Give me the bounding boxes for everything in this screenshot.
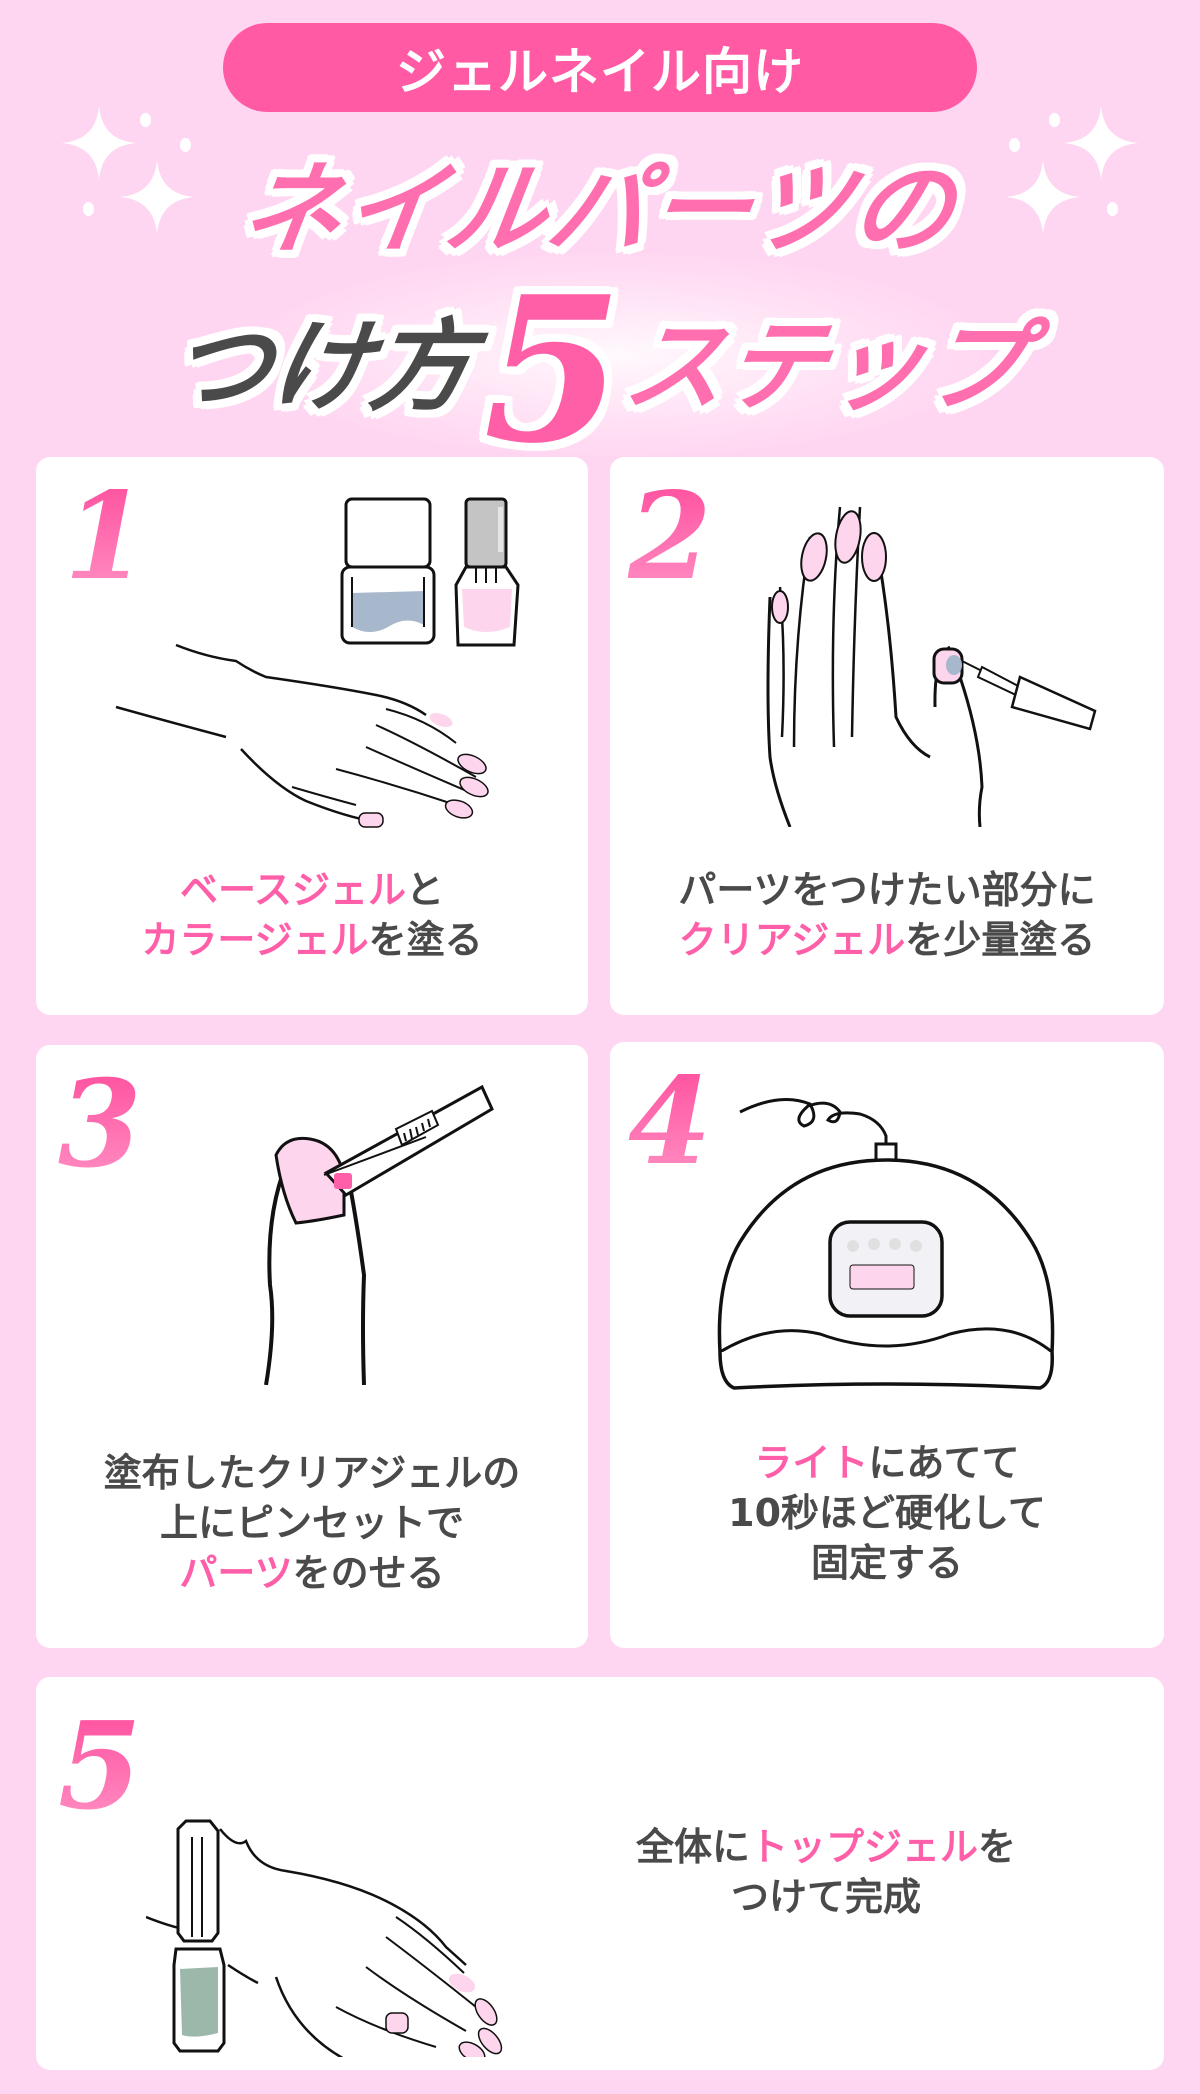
- tweezers-illustration: [264, 1084, 494, 1385]
- title-glow: [240, 250, 1000, 460]
- caption-line: 固定する: [810, 1541, 963, 1585]
- step-card-4: 4 ライトにあてて 10秒ほど硬化して 固定する: [610, 1042, 1164, 1648]
- caption-line: 10秒ほど硬化して: [728, 1491, 1046, 1535]
- top-gel-hand-illustration: [146, 1819, 503, 2057]
- caption-line: ベースジェルと: [179, 868, 445, 912]
- sparkle-dot-icon: [140, 113, 151, 127]
- caption-line: 上にピンセットで: [159, 1501, 464, 1545]
- title-line-1: ネイルパーツの: [234, 151, 963, 268]
- step-card-5: 5 全体にトップジェルを つけて完成: [36, 1677, 1164, 2070]
- caption-line: カラージェルを塗る: [141, 918, 483, 962]
- caption-line: 塗布したクリアジェルの: [103, 1451, 521, 1495]
- step-caption: ライトにあてて 10秒ほど硬化して 固定する: [610, 1438, 1164, 1588]
- step-number: 5: [58, 1696, 142, 1837]
- header-badge-label: ジェルネイル向け: [396, 42, 804, 101]
- step-caption: 全体にトップジェルを つけて完成: [576, 1822, 1076, 1922]
- step-caption: パーツをつけたい部分に クリアジェルを少量塗る: [610, 865, 1164, 965]
- sparkle-icon: [1064, 106, 1138, 180]
- caption-line: クリアジェルを少量塗る: [678, 918, 1096, 962]
- uv-lamp-illustration: [717, 1098, 1055, 1390]
- title-line-2: つけ方5ステップ: [0, 268, 1200, 471]
- step-number: 3: [58, 1054, 142, 1195]
- hand-illustration: [115, 643, 489, 828]
- sparkle-icon: [62, 106, 136, 180]
- caption-line: 全体にトップジェルを: [635, 1825, 1017, 1869]
- title-step-count: 5: [483, 253, 623, 488]
- caption-line: パーツをつけたい部分に: [678, 868, 1096, 912]
- step-card-1: 1: [36, 457, 588, 1015]
- step-card-2: 2 パーツをつけたい部分に クリアジェルを少量塗る: [610, 457, 1164, 1015]
- title-steps: ステップ: [617, 308, 1034, 425]
- hand-brush-illustration: [766, 506, 1097, 827]
- step-card-3: 3 塗布したクリアジェルの 上にピンセットで パーツをのせる: [36, 1045, 588, 1648]
- step-caption: 塗布したクリアジェルの 上にピンセットで パーツをのせる: [36, 1448, 588, 1598]
- caption-line: つけて完成: [730, 1875, 921, 1919]
- step-number: 4: [628, 1051, 712, 1192]
- caption-line: ライトにあてて: [754, 1441, 1020, 1485]
- step-number: 1: [64, 466, 148, 607]
- header-badge: ジェルネイル向け: [223, 23, 977, 112]
- sparkle-dot-icon: [1009, 138, 1020, 152]
- sparkle-dot-icon: [180, 138, 191, 152]
- caption-line: パーツをのせる: [179, 1551, 445, 1595]
- sparkle-dot-icon: [1107, 202, 1118, 216]
- gel-bottles-illustration: [340, 497, 520, 647]
- title-how-to-attach: つけ方: [163, 308, 481, 425]
- sparkle-dot-icon: [83, 202, 94, 216]
- step-caption: ベースジェルと カラージェルを塗る: [36, 865, 588, 965]
- sparkle-icon: [1006, 160, 1080, 234]
- step-number: 2: [628, 466, 712, 607]
- sparkle-icon: [120, 160, 194, 234]
- sparkle-dot-icon: [1049, 113, 1060, 127]
